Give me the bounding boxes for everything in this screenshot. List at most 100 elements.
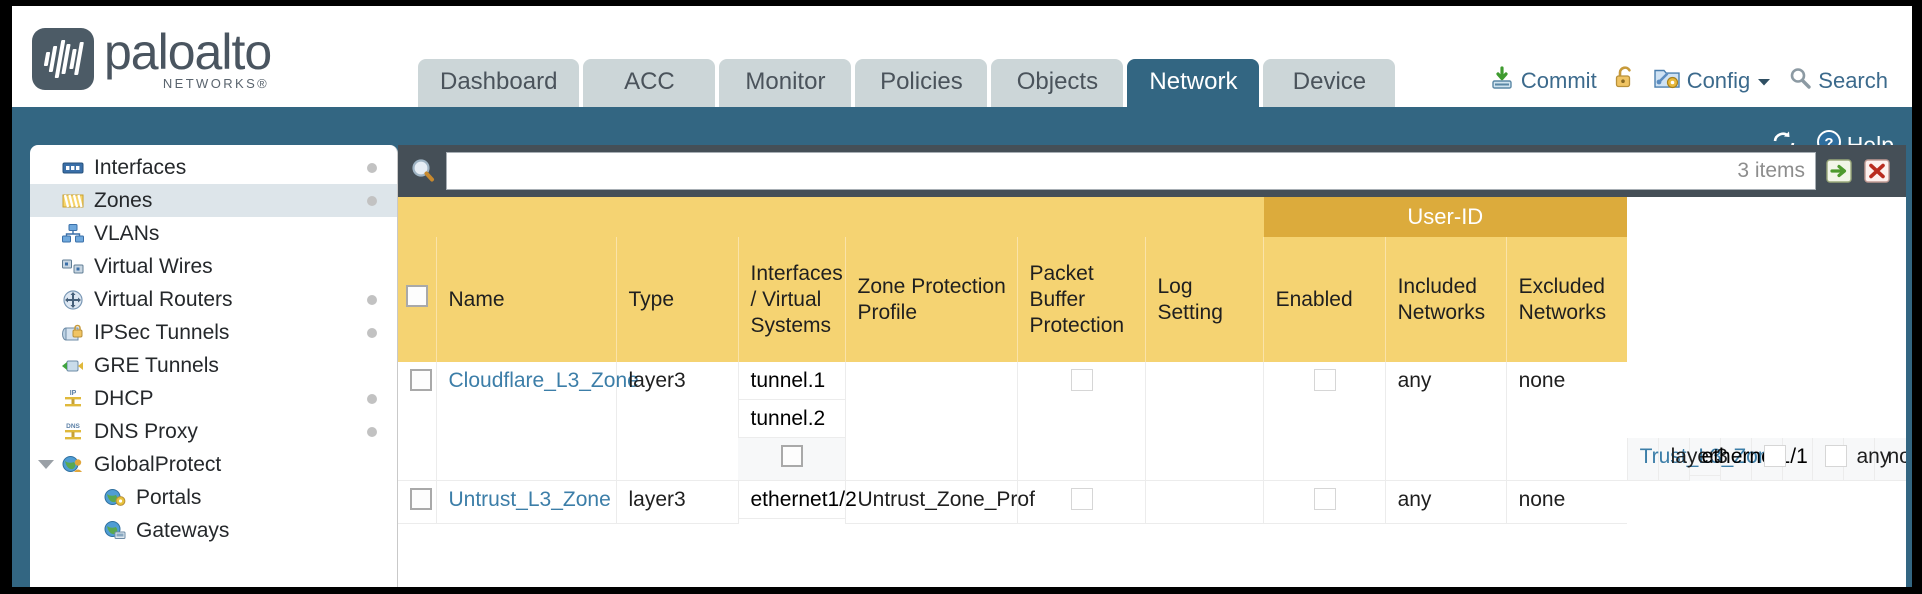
config-menu[interactable]: Config [1653,65,1773,97]
column-header-zone-protection-profile[interactable]: Zone Protection Profile [844,237,1017,362]
sidebar-item-label: Interfaces [94,155,187,179]
cell-interfaces: ethernet1/2 [737,480,857,524]
nav-tab-label: Network [1149,68,1238,95]
column-header-type[interactable]: Type [615,237,738,362]
nav-tab-policies[interactable]: Policies [855,59,988,107]
lock-button[interactable] [1613,65,1637,97]
brand-name: paloalto [104,24,272,80]
nav-tab-acc[interactable]: ACC [583,59,716,107]
svg-text:IP: IP [70,390,77,397]
cell-excluded-networks: none [1505,362,1628,481]
cell-userid-enabled [1812,438,1848,481]
sidebar-item-ipsec-tunnels[interactable]: IPSec Tunnels [30,316,397,349]
sidebar-item-zones[interactable]: Zones [30,184,397,217]
vlans-icon [60,223,86,245]
commit-icon [1489,65,1515,97]
cell-excluded-networks: none [1505,480,1628,524]
column-header-log-setting[interactable]: Log Setting [1144,237,1264,362]
nav-tab-device[interactable]: Device [1263,59,1396,107]
cell-zone-protection-profile: Untrust_Zone_Prof [844,480,1035,524]
nav-tab-label: Objects [1016,68,1099,95]
cell-log-setting [1781,438,1813,481]
filter-input-wrapper[interactable]: 3 items [446,152,1816,190]
zone-name-link[interactable]: Untrust_L3_Zone [448,488,611,511]
sidebar-item-globalprotect[interactable]: GlobalProtect [30,448,397,481]
row-select-cell [398,480,436,524]
portals-icon [102,487,128,509]
packet-buffer-protection-checkbox[interactable] [1763,445,1786,467]
commit-button[interactable]: Commit [1489,65,1597,97]
nav-tab-objects[interactable]: Objects [991,59,1124,107]
cell-name: Untrust_L3_Zone [435,480,616,524]
sidebar-item-portals[interactable]: Portals [30,481,397,514]
row-checkbox[interactable] [781,445,804,467]
cell-log-setting [1144,480,1264,524]
column-header-excluded-networks[interactable]: Excluded Networks [1505,237,1628,362]
row-select-cell [398,362,436,481]
userid-enabled-checkbox[interactable] [1314,369,1337,391]
interface-entry: ethernet1/2 [738,481,857,519]
sidebar-item-gre-tunnels[interactable]: GRE Tunnels [30,349,397,382]
cell-name: Trust_L3_Zone [1626,438,1781,481]
sidebar-item-status-dot [367,426,377,437]
cell-zone-protection-profile [844,362,1017,481]
nav-tab-dashboard[interactable]: Dashboard [418,59,580,107]
globalprotect-icon [60,454,86,476]
packet-buffer-protection-checkbox[interactable] [1071,369,1093,391]
sidebar-item-label: Zones [94,188,153,212]
sidebar-item-status-dot [367,195,377,206]
sidebar-item-virtual-routers[interactable]: Virtual Routers [30,283,397,316]
row-checkbox[interactable] [410,488,432,510]
padlock-icon [1613,65,1637,97]
dns-proxy-icon: DNS [60,421,86,443]
column-header-enabled[interactable]: Enabled [1262,237,1386,362]
sidebar-item-label: Virtual Routers [94,287,233,311]
sidebar-item-gateways[interactable]: Gateways [30,514,397,547]
cell-zone-protection-profile [1719,438,1752,481]
commit-label: Commit [1520,68,1597,93]
clear-filter-button[interactable] [1862,156,1892,186]
userid-enabled-checkbox[interactable] [1314,488,1337,510]
sidebar-item-interfaces[interactable]: Interfaces [30,151,397,184]
svg-text:DNS: DNS [66,423,80,430]
expand-collapse-triangle-icon[interactable] [38,459,54,469]
row-select-cell [738,438,845,481]
column-header-interfaces-virtual-systems[interactable]: Interfaces / Virtual Systems [737,237,845,362]
apply-filter-button[interactable] [1824,156,1854,186]
sidebar-item-virtual-wires[interactable]: Virtual Wires [30,250,397,283]
sidebar-item-label: IPSec Tunnels [94,320,230,344]
filter-input[interactable] [447,159,1738,183]
brand-subtitle: NETWORKS® [162,76,270,91]
interfaces-icon [60,157,86,179]
column-header-packet-buffer-protection[interactable]: Packet Buffer Protection [1016,237,1145,362]
column-header-name[interactable]: Name [435,237,616,362]
column-header-included-networks[interactable]: Included Networks [1384,237,1507,362]
userid-enabled-checkbox[interactable] [1825,445,1848,467]
interface-entry: tunnel.2 [738,400,845,438]
cell-userid-enabled [1262,480,1386,524]
nav-tab-network[interactable]: Network [1127,59,1260,107]
sidebar-item-vlans[interactable]: VLANs [30,217,397,250]
row-checkbox[interactable] [410,369,432,391]
packet-buffer-protection-checkbox[interactable] [1071,488,1093,510]
gre-tunnels-icon [60,355,86,377]
zone-name-link[interactable]: Cloudflare_L3_Zone [448,369,639,392]
sidebar-item-label: Virtual Wires [94,254,213,278]
search-button[interactable]: Search [1788,66,1888,96]
sidebar-item-status-dot [367,393,377,404]
nav-tab-label: Monitor [745,68,826,95]
select-all-checkbox[interactable] [406,285,428,307]
nav-tab-monitor[interactable]: Monitor [719,59,852,107]
config-icon [1653,65,1681,97]
search-icon [408,156,438,186]
zones-icon [60,190,86,212]
